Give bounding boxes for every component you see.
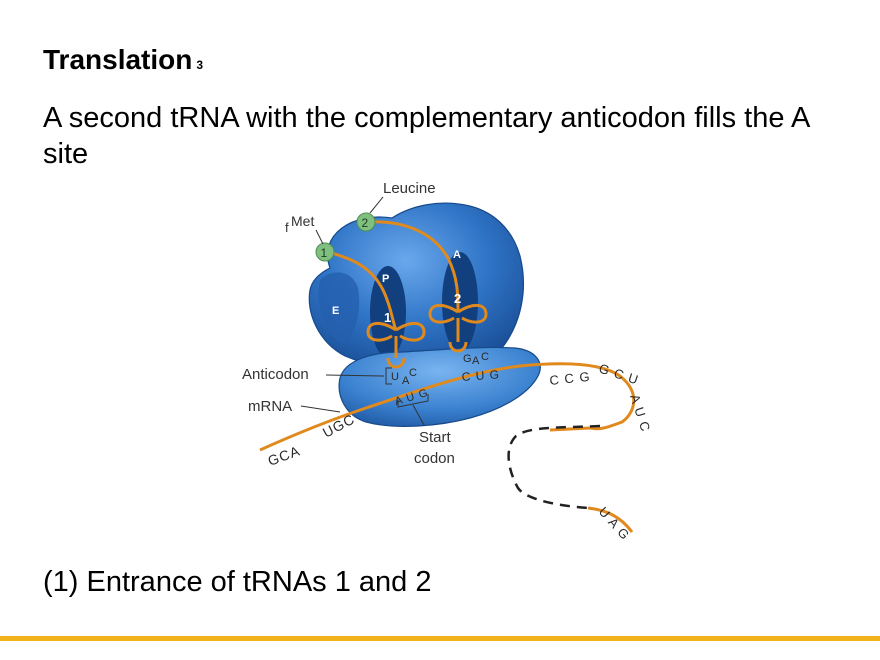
trna2-anticodon-a: A [472,355,480,367]
a-site-pocket [442,252,478,352]
trna2-anticodon-c: C [481,351,490,363]
mrna-label: mRNA [248,398,292,415]
codon-gcu: G C U [597,361,641,388]
trna-2-number: 2 [454,291,461,306]
start-codon-bracket [397,394,429,408]
amino-acid-2-number: 2 [362,216,369,230]
mrna-strand-tail [549,426,591,432]
codon-cug: C U G [461,367,500,384]
p-site-pocket [370,266,406,358]
trna-1-stem [327,250,398,331]
codon-uag: U A G [596,504,633,543]
start-codon-leader-line [412,404,425,426]
mrna-dashed-continuation [507,424,601,510]
bottom-accent-bar [0,636,880,641]
mrna-strand [259,362,636,452]
anticodon-leader-line [325,374,385,377]
mrna-strand-end [587,506,634,533]
figure-caption: (1) Entrance of tRNAs 1 and 2 [43,566,432,598]
trna1-anticodon-a: A [402,375,410,387]
fmet-label-prefix: f [285,220,289,235]
trna-1-cloverleaf [366,322,426,369]
slide-body-text: A second tRNA with the complementary ant… [43,102,809,170]
fmet-label: Met [291,213,314,229]
site-label-p: P [382,273,389,285]
codon-ugc: UGC [320,411,358,441]
leucine-label: Leucine [383,180,436,197]
trna2-anticodon-g: G [463,353,473,365]
site-label-e: E [332,305,339,317]
anticodon-bracket [385,367,392,385]
site-label-a: A [453,249,461,261]
leucine-leader-line [369,196,384,214]
anticodon-label: Anticodon [242,366,309,383]
e-site-pocket [318,272,360,344]
trna-2-stem [365,220,460,313]
trna-1-number: 1 [384,310,391,325]
title-subscript: 3 [196,58,204,72]
start-codon-label-line2: codon [414,450,455,467]
amino-acid-1-number: 1 [321,246,328,260]
codon-ccg: C C G [549,369,591,388]
amino-acid-2-bead [356,212,376,232]
start-codon-label-line1: Start [419,429,452,446]
fmet-leader-line [315,229,324,245]
title-text: Translation [43,44,193,75]
trna1-anticodon-u: U [391,371,400,383]
trna-2-cloverleaf [428,304,488,353]
trna1-anticodon-c: C [409,367,418,379]
amino-acid-1-bead [315,242,335,262]
small-ribosomal-subunit [338,346,541,427]
mrna-leader-line [300,405,341,413]
